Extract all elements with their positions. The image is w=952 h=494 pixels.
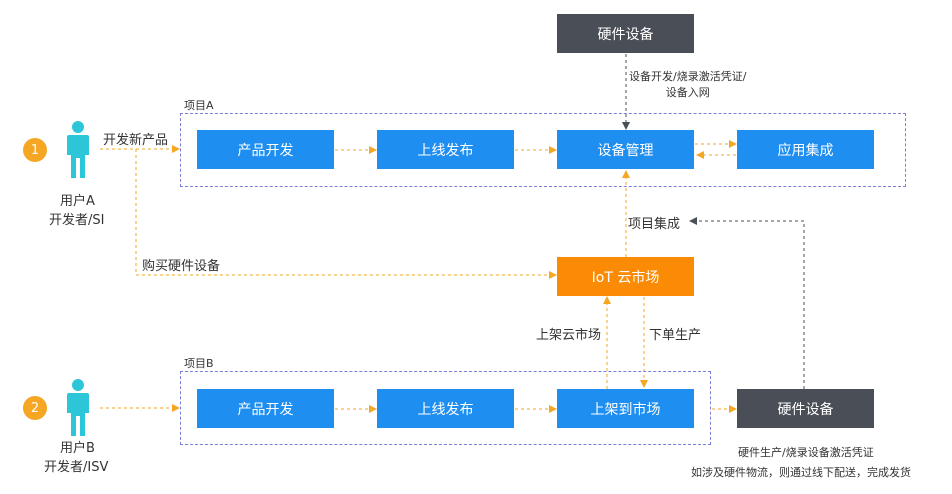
project-a-frame: [180, 113, 906, 187]
project-integration-label: 项目集成: [628, 217, 681, 232]
user-a-action: 开发新产品: [103, 133, 169, 148]
project-a-product-dev: 产品开发: [197, 130, 334, 169]
project-b-title: 项目B: [184, 357, 214, 370]
user-a-role: 开发者/SI: [49, 213, 105, 228]
project-b-list-on-market: 上架到市场: [557, 389, 694, 428]
project-a-app-integration: 应用集成: [737, 130, 874, 169]
project-a-title: 项目A: [184, 99, 214, 112]
list-on-market-label: 上架云市场: [536, 328, 602, 343]
user-b-badge: 2: [23, 396, 47, 420]
user-b-name: 用户B: [60, 441, 95, 456]
project-a-release: 上线发布: [377, 130, 514, 169]
project-a-release-label: 上线发布: [417, 142, 474, 159]
place-order-label: 下单生产: [649, 328, 702, 343]
user-a-name: 用户A: [60, 194, 95, 209]
project-a-app-integration-label: 应用集成: [777, 142, 834, 159]
project-b-release-label: 上线发布: [417, 401, 474, 418]
arrow-bottom-hardware-to-integration: [689, 217, 805, 389]
top-hardware-box: 硬件设备: [557, 14, 694, 53]
top-hardware-note-line1: 设备开发/烧录激活凭证/: [629, 70, 747, 83]
top-hardware-note-line2: 设备入网: [665, 86, 710, 99]
project-b-release: 上线发布: [377, 389, 514, 428]
top-hardware-note: 设备开发/烧录激活凭证/ 设备入网: [629, 69, 746, 101]
bottom-note-line2: 如涉及硬件物流，则通过线下配送，完成发货: [691, 466, 911, 479]
iot-market-box: IoT 云市场: [557, 257, 694, 296]
bottom-hardware-box: 硬件设备: [737, 389, 874, 428]
top-hardware-label: 硬件设备: [597, 26, 654, 43]
user-b-role: 开发者/ISV: [44, 460, 109, 475]
iot-market-label: IoT 云市场: [591, 269, 660, 286]
project-b-frame: [180, 371, 711, 445]
bottom-hardware-label: 硬件设备: [777, 401, 834, 418]
buy-hardware-label: 购买硬件设备: [142, 259, 221, 274]
user-b-person-icon: [67, 379, 89, 436]
bottom-note-line1: 硬件生产/烧录设备激活凭证: [738, 446, 874, 459]
user-a-badge: 1: [23, 138, 47, 162]
project-a-device-mgmt: 设备管理: [557, 130, 694, 169]
arrow-buy-hardware: [135, 149, 557, 279]
user-a-person-icon: [67, 121, 89, 178]
project-b-list-on-market-label: 上架到市场: [590, 401, 661, 418]
project-b-product-dev: 产品开发: [197, 389, 334, 428]
project-b-product-dev-label: 产品开发: [237, 401, 294, 418]
project-a-device-mgmt-label: 设备管理: [597, 142, 654, 159]
project-a-product-dev-label: 产品开发: [237, 142, 294, 159]
